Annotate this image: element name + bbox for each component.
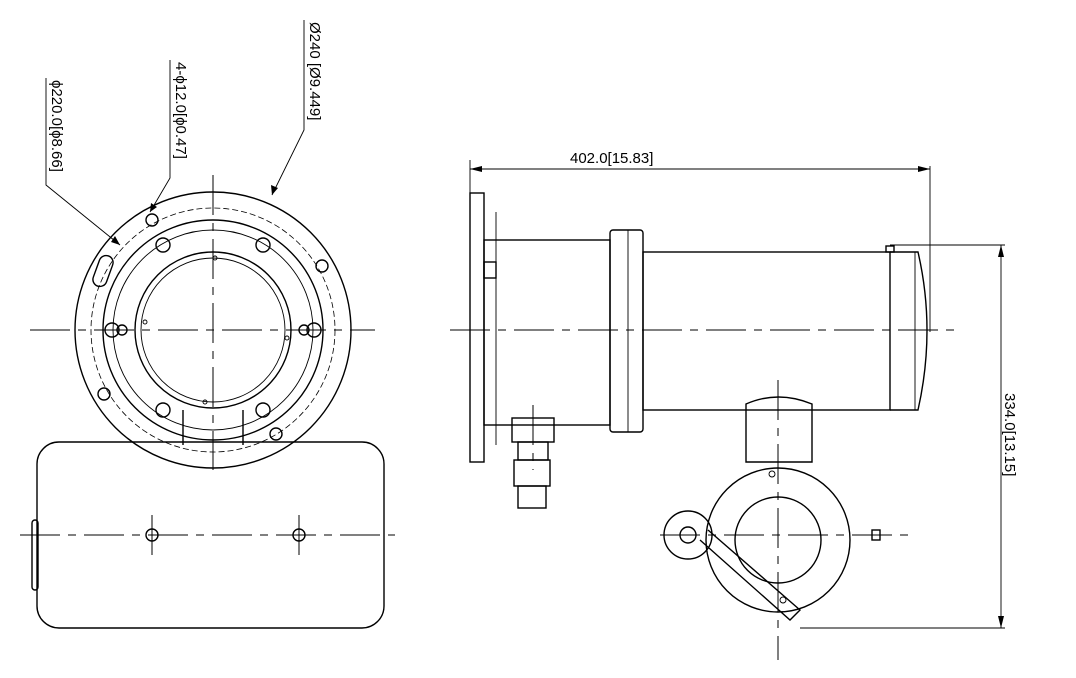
- front-view: ϕ220.0[ϕ8.66] 4-ϕ12.0[ϕ0.47] Ø240 [Ø9.44…: [20, 20, 395, 629]
- front-flange: [609, 229, 644, 433]
- height-dimension: 334.0[13.15]: [1001, 393, 1018, 476]
- mount-holes-dimension: 4-ϕ12.0[ϕ0.47]: [172, 62, 189, 159]
- main-tube: [642, 251, 891, 411]
- mounting-plate: [469, 192, 485, 463]
- length-dimension: 402.0[15.83]: [570, 150, 653, 167]
- bolt-circle-dimension: ϕ220.0[ϕ8.66]: [48, 80, 65, 172]
- side-view: 402.0[15.83] 334.0[13.15]: [450, 150, 1018, 660]
- outer-diameter-dimension: Ø240 [Ø9.449]: [306, 22, 323, 120]
- housing-neck: [483, 239, 611, 426]
